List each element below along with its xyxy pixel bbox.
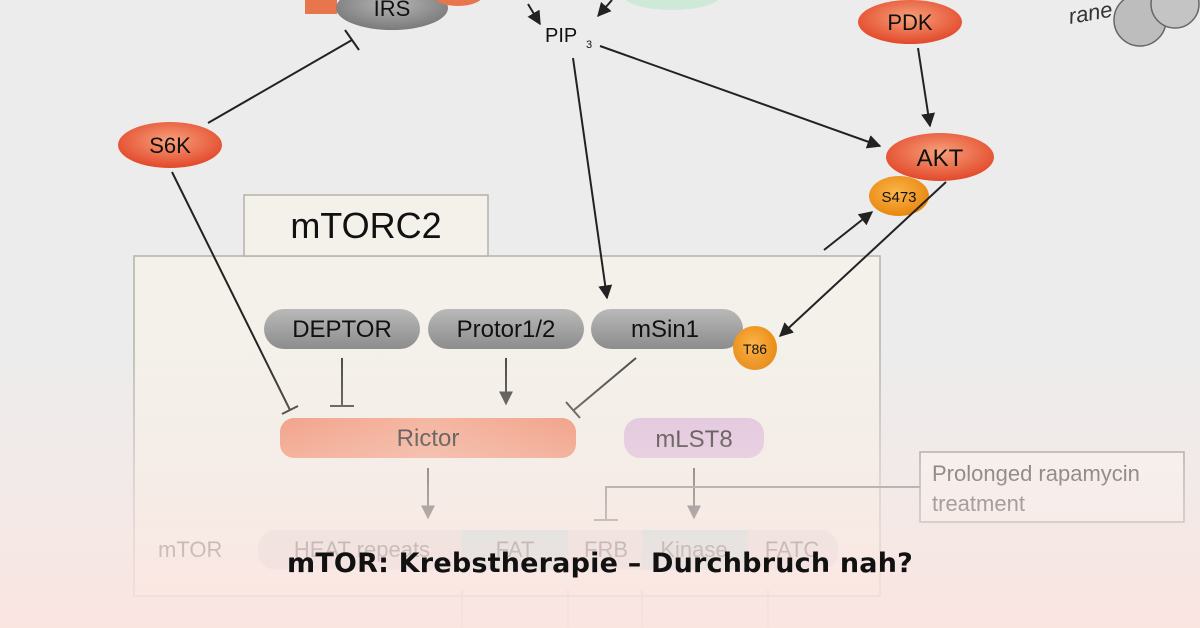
akt-label: AKT [917, 145, 964, 172]
headline: mTOR: Krebstherapie – Durchbruch nah? [286, 548, 913, 579]
protor-label: Protor1/2 [457, 316, 556, 343]
deptor-label: DEPTOR [292, 316, 392, 343]
s6k-label: S6K [149, 133, 191, 158]
s473-label: S473 [881, 189, 916, 206]
rapamycin-line2: treatment [932, 491, 1025, 516]
rapamycin-line1: Prolonged rapamycin [932, 461, 1140, 486]
rictor-label: Rictor [397, 425, 460, 452]
irs-label: IRS [374, 0, 411, 21]
t86-label: T86 [743, 341, 767, 357]
pdk-label: PDK [887, 10, 933, 35]
mlst8-label: mLST8 [655, 426, 732, 453]
pip3-label: PIP [545, 25, 577, 47]
msin1-label: mSin1 [631, 316, 699, 343]
receptor-fragment [305, 0, 337, 14]
pip3-subscript: 3 [586, 39, 592, 51]
mtorc2-title: mTORC2 [290, 205, 441, 246]
